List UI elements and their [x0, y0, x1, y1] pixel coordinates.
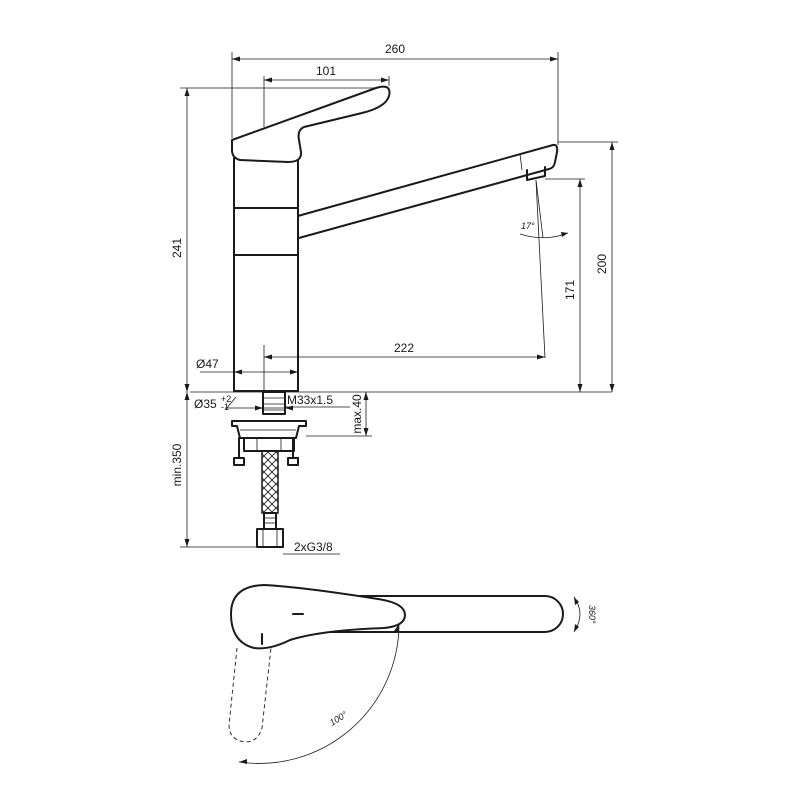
arrowhead	[381, 77, 389, 83]
arrowhead	[184, 539, 190, 547]
dim-hole-tolerance-plus: +2	[221, 394, 231, 404]
arrowhead	[363, 392, 369, 400]
dim-hole-tolerance-minus: -1	[221, 402, 229, 412]
d35-leader	[225, 396, 237, 410]
arrowhead	[290, 369, 298, 375]
arrowhead	[609, 142, 615, 150]
dim-handle-width: 101	[316, 64, 336, 78]
top-view-handle	[230, 584, 406, 650]
arrowhead	[363, 428, 369, 436]
arrowhead	[550, 56, 558, 62]
dim-total-width: 260	[385, 42, 405, 56]
dim-outlet-angle: 17°	[521, 221, 535, 231]
right-stud-nut	[287, 457, 299, 466]
threaded-shank	[262, 391, 286, 415]
arrowhead	[239, 759, 247, 764]
faucet-body	[233, 157, 299, 392]
arrowhead	[232, 56, 240, 62]
arrowhead	[264, 77, 272, 83]
arrowhead	[184, 392, 190, 400]
mounting-bracket	[231, 420, 307, 439]
dim-hole-diameter: Ø35	[194, 397, 217, 411]
arrowhead	[255, 405, 263, 411]
arrowhead	[609, 384, 615, 392]
spout-ridge	[519, 153, 523, 171]
outlet-vertical-axis	[535, 179, 546, 359]
arrowhead	[537, 354, 545, 360]
arc-100	[238, 623, 400, 764]
dim-max-deck-thickness: max.40	[350, 394, 364, 434]
dim-spout-rotation: 360°	[587, 605, 597, 624]
dim-min-hose-length: min.350	[170, 443, 184, 486]
dim-connection: 2xG3/8	[294, 540, 333, 554]
dim-spout-height: 200	[595, 254, 609, 274]
left-stud-nut	[233, 457, 245, 466]
arrowhead	[184, 384, 190, 392]
dim-spout-reach: 222	[394, 341, 414, 355]
dim-thread: M33x1.5	[287, 393, 333, 407]
hose-ferrule	[263, 512, 277, 530]
arrowhead	[577, 384, 583, 392]
arrowhead	[574, 624, 579, 632]
lever-handle	[231, 85, 391, 163]
arrowhead	[234, 369, 242, 375]
aerator	[526, 166, 546, 181]
dim-outlet-height: 171	[563, 280, 577, 300]
angle-arc-17	[519, 232, 569, 239]
arrowhead	[574, 597, 579, 605]
dimension-lines: 260 101 241 200 171 17°	[170, 42, 618, 555]
braided-hose	[261, 450, 279, 514]
arrowhead	[394, 624, 399, 633]
top-view: 100° 360°	[228, 584, 597, 764]
fixing-nut	[243, 437, 295, 452]
dim-handle-rotation: 100°	[328, 709, 349, 728]
dim-total-height: 241	[170, 238, 184, 258]
arrowhead	[577, 179, 583, 187]
arrowhead	[561, 232, 568, 237]
handle-rotated-position	[228, 647, 272, 743]
arrowhead	[184, 88, 190, 96]
arrowhead	[264, 354, 272, 360]
spout	[284, 143, 559, 243]
outlet-angle-line	[535, 179, 544, 239]
connection-nut	[256, 528, 284, 548]
dim-body-diameter: Ø47	[196, 357, 219, 371]
side-view	[190, 85, 612, 548]
